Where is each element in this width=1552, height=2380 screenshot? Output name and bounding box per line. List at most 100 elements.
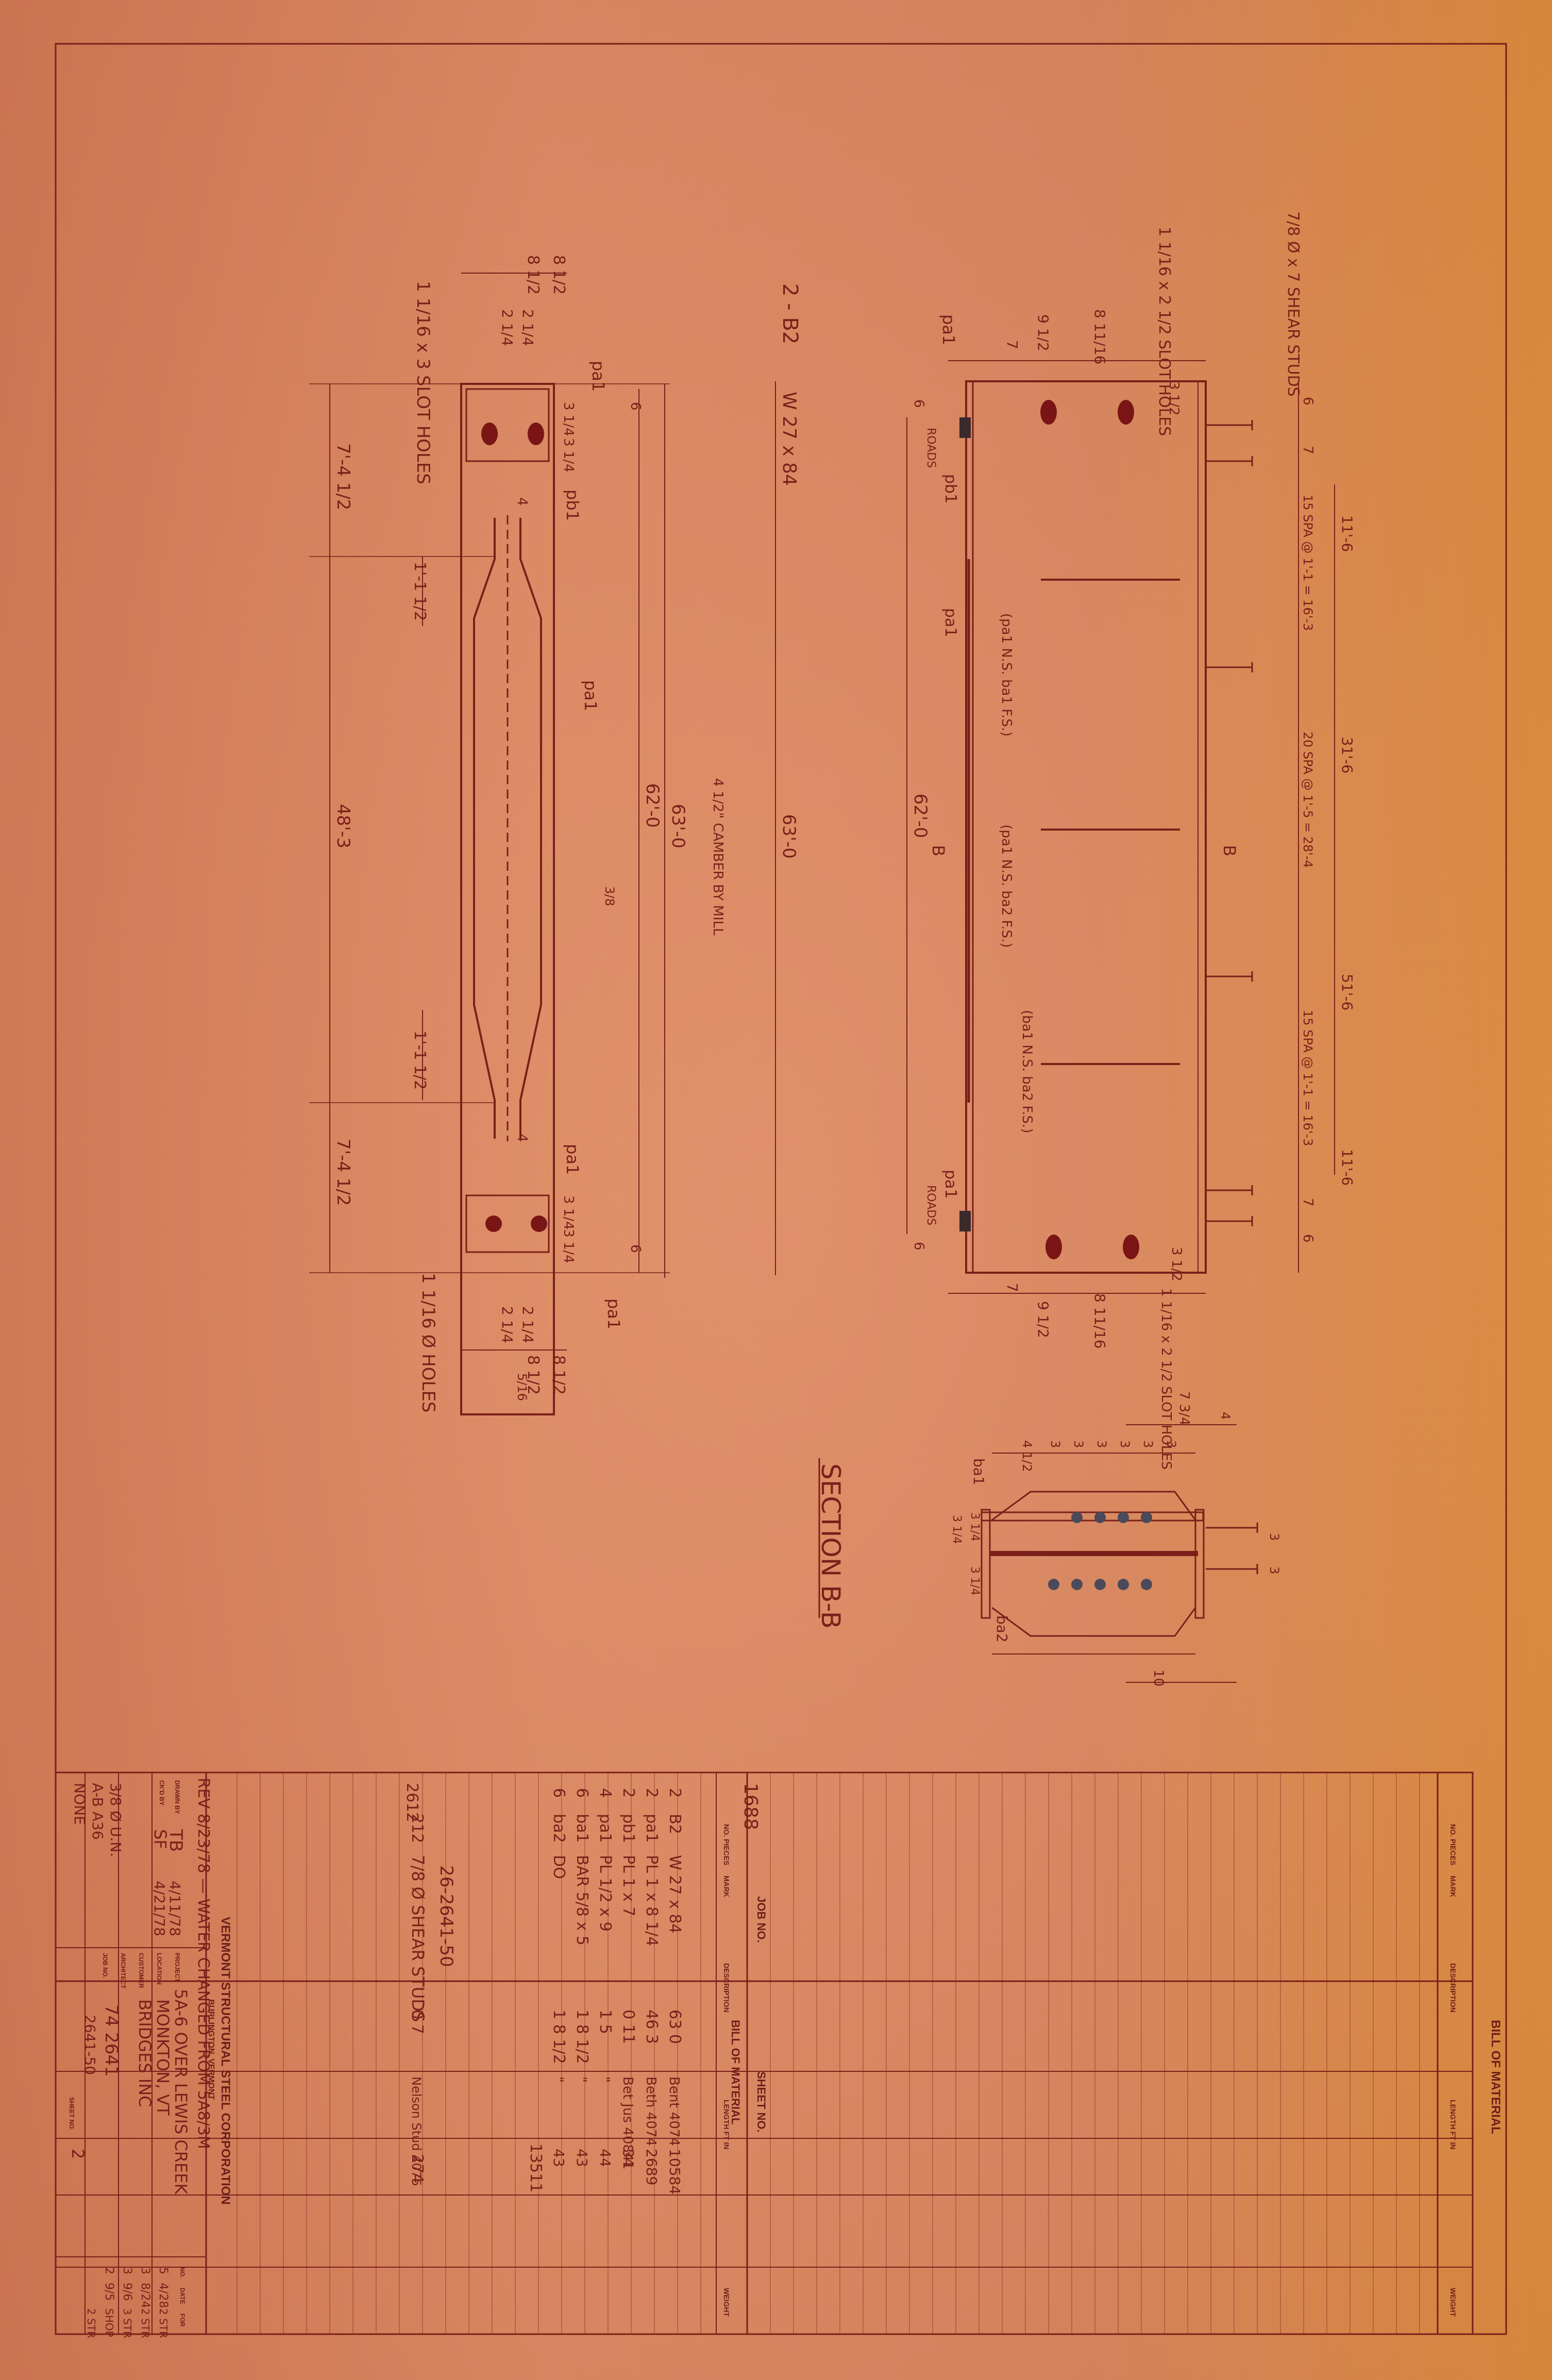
svg-text:PL 1 x 8 1/4: PL 1 x 8 1/4 — [643, 1855, 661, 1946]
stud-dim-9: 11'-6 — [1339, 1149, 1356, 1186]
section-dim: 7 3/4 — [1176, 1391, 1192, 1426]
slot-hole — [1123, 1235, 1139, 1259]
customer: BRIDGES INC — [135, 1999, 155, 2107]
section-dim: 3 — [1267, 1566, 1281, 1574]
dim-overall-7: 1'-1 1/2 — [411, 1031, 429, 1090]
svg-text:PL 1 x 7: PL 1 x 7 — [619, 1855, 637, 1916]
stud-row: 212 7/8 Ø SHEAR STUDS 0 7 Nelson Stud 40… — [408, 1814, 428, 2186]
svg-text:46 3: 46 3 — [643, 2010, 661, 2044]
flange — [1194, 1509, 1205, 1619]
section-label-ba2: ba2 — [993, 1615, 1010, 1643]
section-dim: 4 — [1218, 1412, 1233, 1420]
section-dim: 3 — [1048, 1440, 1062, 1448]
svg-text:B2: B2 — [666, 1814, 684, 1834]
svg-text:43: 43 — [573, 2149, 591, 2167]
svg-text:63 0: 63 0 — [666, 2010, 684, 2044]
revision-note: REV 8/23/78 — WATER CHANGED FROM 5A8/3M — [194, 1778, 212, 2149]
svg-text:274: 274 — [408, 2154, 426, 2183]
stiffener-note-1: (pa1 N.S. ba1 F.S.) — [999, 613, 1014, 736]
small-dim-7: 4 — [514, 497, 530, 506]
svg-text:44: 44 — [597, 2149, 614, 2167]
bom-col-description: DESCRIPTION — [1449, 1963, 1457, 2013]
member-section: W 27 x 84 — [779, 392, 800, 486]
svg-text:": " — [573, 2077, 589, 2083]
svg-text:34: 34 — [620, 2149, 637, 2167]
dim-bottom-1: 2 1/4 — [499, 1306, 516, 1343]
svg-text:7/8 Ø SHEAR STUDS: 7/8 Ø SHEAR STUDS — [408, 1855, 428, 2022]
section-dim: 3 1/4 — [968, 1566, 981, 1595]
svg-text:ba1: ba1 — [573, 1814, 591, 1843]
svg-text:10584: 10584 — [666, 2149, 683, 2195]
svg-text:BAR 5/8 x 5: BAR 5/8 x 5 — [573, 1855, 591, 1946]
slot-hole — [528, 423, 544, 445]
dim-bottom-2: 2 1/4 — [519, 1306, 536, 1343]
stud-dim-1: 6 — [1300, 397, 1315, 406]
section-label-ba1: ba1 — [970, 1458, 987, 1486]
svg-text:Bent 4074: Bent 4074 — [666, 2077, 682, 2146]
svg-text:5: 5 — [157, 2267, 170, 2274]
bom-col-pieces: NO. PIECES — [1449, 1824, 1457, 1865]
hole-note: 1 1/16 Ø HOLES — [418, 1273, 438, 1413]
svg-text:Bet Jus 40841: Bet Jus 40841 — [620, 2077, 635, 2170]
member-mark: 2 - B2 — [778, 283, 802, 344]
svg-text:4/28: 4/28 — [157, 2283, 170, 2308]
svg-text:212: 212 — [408, 1814, 426, 1843]
dim-bottom-1: 7 — [1004, 1283, 1021, 1292]
dim-overall-5: 63'-0 — [668, 804, 688, 849]
svg-text:1 5: 1 5 — [596, 2010, 614, 2034]
bom-col-mark: MARK — [1449, 1876, 1457, 1897]
plate-bottom — [991, 1607, 1196, 1637]
svg-text:0 7: 0 7 — [408, 2010, 426, 2034]
section-bb: SECTION B-B 4 1/2 3 3 3 3 3 3 7 3/4 4 — [816, 1391, 1281, 1686]
bom-rows: 2 B2 W 27 x 84 63 0 Bent 4074 10584 2 pa… — [550, 1788, 684, 2195]
print-record-rows: 5 4/28 2 STR 3 8/24 2 STR 3 9/6 3 STR 2 … — [85, 2267, 170, 2338]
stud-dim-8: 51'-6 — [1339, 974, 1356, 1010]
round-hole — [531, 1216, 547, 1232]
print-record-date: DATE — [179, 2288, 186, 2304]
flange — [981, 1509, 991, 1619]
svg-text:6: 6 — [550, 1788, 568, 1798]
svg-text:PL 1/2 x 9: PL 1/2 x 9 — [596, 1855, 614, 1932]
svg-text:3: 3 — [139, 2267, 151, 2274]
svg-text:W 27 x 84: W 27 x 84 — [666, 1855, 684, 1933]
top-splice-plate — [465, 388, 550, 462]
small-dim-9: 3/8 — [602, 886, 617, 906]
slot-note-top: 1 1/16 x 2 1/2 SLOT HOLES — [1155, 227, 1173, 436]
print-record-no: NO. — [179, 2267, 186, 2278]
section-dim: 4 1/2 — [1020, 1440, 1034, 1472]
section-dim: 3 — [1267, 1533, 1281, 1541]
stud-dim-3: 15 SPA @ 1'-1 = 16'-3 — [1301, 495, 1315, 631]
pl-label-5: pa1 — [604, 1298, 623, 1329]
note-3: NONE — [71, 1783, 88, 1825]
svg-text:1 8 1/2: 1 8 1/2 — [550, 2010, 568, 2064]
bom-col-length-left: LENGTH FT IN — [722, 2100, 731, 2149]
customer-label: CUSTOMER — [138, 1953, 145, 1988]
title-block: VERMONT STRUCTURAL STEEL CORPORATION BUR… — [56, 1773, 232, 2338]
svg-text:SHOP: SHOP — [103, 2308, 115, 2337]
job-no: 74 2641 — [101, 2004, 122, 2077]
bom-col-description-left: DESCRIPTION — [722, 1963, 731, 2013]
section-dim: 3 — [1071, 1440, 1086, 1448]
svg-text:2: 2 — [666, 1788, 684, 1798]
bolt-row — [1048, 1512, 1152, 1590]
right-view: 2 - B2 W 27 x 84 4 1/2" CAMBER BY MILL 6… — [710, 211, 1356, 1470]
web — [981, 1511, 1204, 1522]
dim-top-4: 3 1/2 — [1166, 381, 1182, 416]
label-8: 6 — [911, 1242, 926, 1251]
stud-dim-2: 7 — [1300, 446, 1315, 454]
label-3: pa1 — [941, 608, 959, 637]
svg-text:2: 2 — [619, 1788, 637, 1798]
stud-dim-5: 20 SPA @ 1'-5 = 28'-4 — [1301, 732, 1315, 868]
dim-bottom-4: 8 1/2 — [550, 1355, 568, 1395]
section-mark-right: B — [1220, 845, 1239, 856]
architect-label: ARCHITECT — [120, 1953, 127, 1989]
small-dim-5: 6 — [628, 402, 643, 411]
bom-col-pieces-left: NO. PIECES — [722, 1824, 731, 1865]
dim-overall-6: 1'-1 1/2 — [411, 562, 429, 621]
svg-text:2 STR: 2 STR — [157, 2308, 170, 2338]
location: MONKTON, VT — [153, 1999, 173, 2116]
note-1: 3/8 Ø U.N. — [107, 1783, 124, 1857]
section-studs — [1206, 1523, 1258, 1574]
bom-col-weight: WEIGHT — [1449, 2288, 1457, 2317]
